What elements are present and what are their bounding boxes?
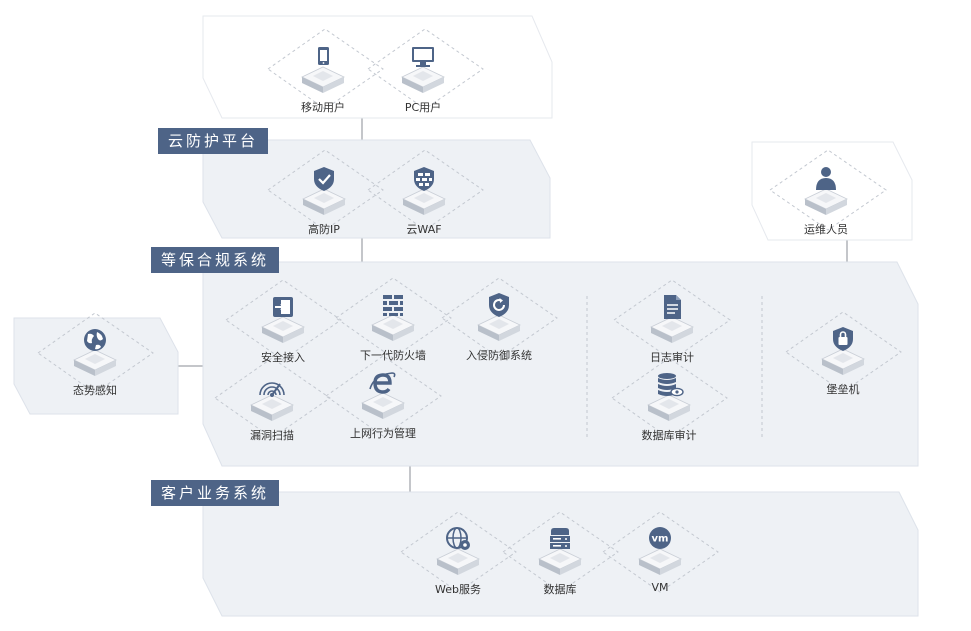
diamond-behavior bbox=[325, 355, 442, 437]
connector-lines bbox=[178, 118, 848, 494]
lock-shield-icon bbox=[821, 327, 865, 376]
node-label: Web服务 bbox=[435, 583, 481, 596]
node-cloud-waf[interactable]: 云WAF bbox=[378, 159, 470, 249]
dashed-diamonds bbox=[37, 28, 902, 593]
diamond-situation bbox=[37, 312, 154, 394]
node-label: 下一代防火墙 bbox=[360, 349, 426, 362]
web-gear-icon bbox=[436, 527, 480, 576]
node-secure-access[interactable]: 安全接入 bbox=[237, 287, 329, 377]
shield-check-icon bbox=[302, 167, 346, 216]
node-situation-awareness[interactable]: 态势感知 bbox=[49, 320, 141, 410]
node-label: 数据库 bbox=[543, 583, 577, 596]
diamond-dbaudit bbox=[611, 357, 728, 439]
node-log-audit[interactable]: 日志审计 bbox=[626, 287, 718, 377]
diamond-mobile bbox=[267, 28, 384, 110]
diamond-ops bbox=[769, 149, 887, 231]
node-label: 数据库审计 bbox=[641, 429, 697, 442]
node-label: 高防IP bbox=[308, 223, 340, 236]
node-web-service[interactable]: Web服务 bbox=[412, 519, 504, 609]
node-pc-user[interactable]: PC用户 bbox=[377, 37, 469, 127]
node-label: 安全接入 bbox=[261, 351, 305, 364]
node-database[interactable]: 数据库 bbox=[514, 519, 606, 609]
diamond-web bbox=[400, 511, 517, 593]
database-eye-icon bbox=[647, 373, 691, 422]
diamond-pc bbox=[367, 28, 484, 110]
server-rack-icon bbox=[538, 528, 582, 576]
tablet-icon bbox=[301, 47, 345, 94]
section-header-compliance: 等保合规系统 bbox=[151, 247, 280, 273]
vm-icon-text: vm bbox=[652, 534, 669, 545]
radar-icon bbox=[250, 382, 294, 422]
node-ips[interactable]: 入侵防御系统 bbox=[453, 285, 545, 375]
panel-cloud-protection bbox=[202, 139, 551, 239]
diamond-db bbox=[502, 511, 619, 593]
node-label: 移动用户 bbox=[301, 101, 345, 114]
node-label: VM bbox=[651, 581, 669, 594]
diamond-ngfw bbox=[335, 277, 452, 359]
panel-ops bbox=[751, 141, 913, 241]
vm-icon: vm bbox=[638, 527, 682, 576]
node-anti-ddos-ip[interactable]: 高防IP bbox=[278, 159, 370, 249]
diamond-bastion bbox=[785, 311, 902, 393]
globe-icon bbox=[73, 329, 117, 377]
browser-e-icon bbox=[361, 372, 405, 420]
brick-wall-icon bbox=[371, 295, 415, 342]
diamond-ips bbox=[441, 277, 558, 359]
node-ngfw[interactable]: 下一代防火墙 bbox=[347, 285, 439, 375]
node-label: 入侵防御系统 bbox=[466, 349, 532, 362]
node-mobile-user[interactable]: 移动用户 bbox=[277, 37, 369, 127]
firewall-shield-icon bbox=[402, 167, 446, 216]
node-ops-staff[interactable]: 运维人员 bbox=[780, 159, 872, 249]
diamond-waf bbox=[367, 149, 484, 231]
diamond-vuln bbox=[214, 357, 331, 439]
diamond-log bbox=[613, 279, 731, 361]
node-label: 云WAF bbox=[406, 223, 442, 236]
node-label: 堡垒机 bbox=[826, 383, 860, 396]
node-label: 上网行为管理 bbox=[350, 427, 416, 440]
node-vm[interactable]: vm VM bbox=[614, 519, 706, 609]
node-db-audit[interactable]: 数据库审计 bbox=[623, 365, 715, 455]
node-vuln-scan[interactable]: 漏洞扫描 bbox=[226, 365, 318, 455]
node-label: 态势感知 bbox=[73, 384, 117, 397]
login-icon bbox=[261, 297, 305, 344]
refresh-shield-icon bbox=[477, 293, 521, 342]
node-label: 运维人员 bbox=[804, 223, 848, 236]
monitor-icon bbox=[401, 47, 445, 94]
document-icon bbox=[650, 295, 694, 344]
diamond-ddos bbox=[267, 149, 384, 231]
person-icon bbox=[804, 167, 848, 216]
node-label: 漏洞扫描 bbox=[250, 429, 294, 442]
node-web-behavior[interactable]: 上网行为管理 bbox=[337, 363, 429, 453]
diamond-vm bbox=[602, 511, 719, 593]
panel-users bbox=[202, 15, 553, 119]
diamond-secure bbox=[225, 279, 342, 361]
node-label: PC用户 bbox=[404, 101, 442, 114]
node-label: 日志审计 bbox=[650, 351, 694, 364]
node-bastion[interactable]: 堡垒机 bbox=[797, 319, 889, 409]
section-header-business: 客户业务系统 bbox=[151, 480, 280, 506]
section-header-cloud-protection: 云防护平台 bbox=[158, 128, 269, 154]
